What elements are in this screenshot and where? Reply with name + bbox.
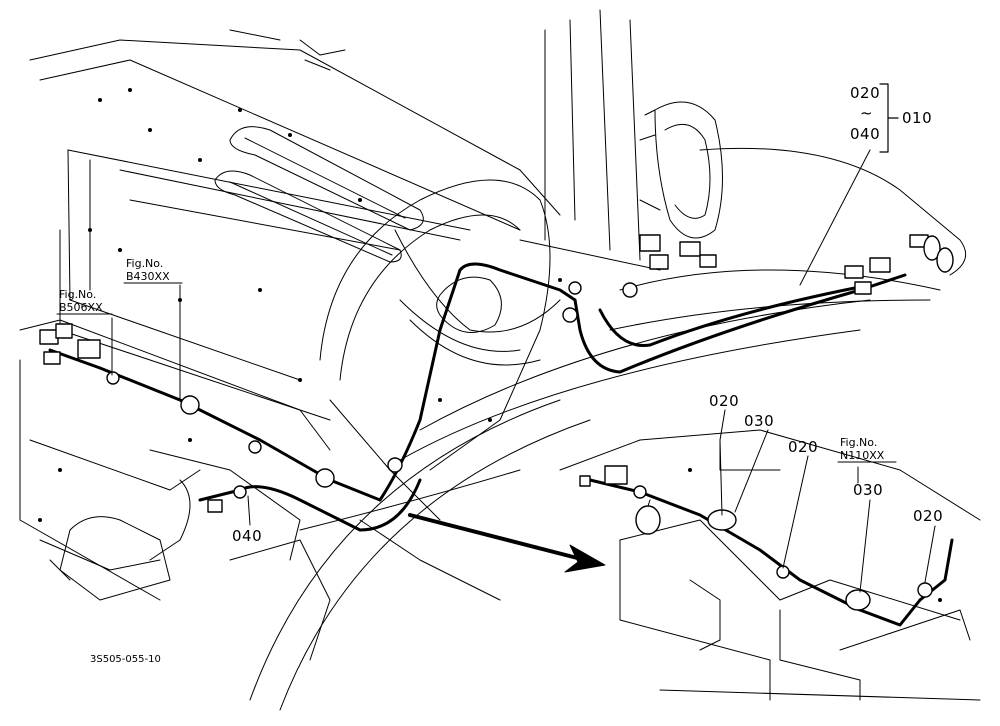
callout-range-separator: ~ — [860, 104, 873, 122]
rivet-dots — [38, 88, 942, 602]
callout-range-bottom: 040 — [850, 125, 881, 143]
clamps-connectors — [39, 234, 954, 611]
callout-020-detail-c: 020 — [913, 507, 944, 525]
callout-030-detail-a: 030 — [744, 412, 775, 430]
drawing-code: 3S505-055-10 — [90, 654, 161, 665]
detail-wire-harness — [588, 478, 954, 627]
callout-030-detail-b: 030 — [853, 481, 884, 499]
machine-body-lines — [19, 9, 981, 711]
range-bracket — [879, 83, 899, 153]
callout-040-left: 040 — [232, 527, 263, 545]
fig-ref-n110: Fig.No. N110XX — [840, 436, 885, 462]
fig-ref-b430: Fig.No. B430XX — [126, 257, 170, 283]
fig-ref-b506: Fig.No. B506XX — [59, 288, 103, 314]
callout-range-top: 020 — [850, 84, 881, 102]
fig-ref-underlines — [56, 282, 897, 463]
leader-lines — [111, 149, 936, 593]
main-wire-harness — [48, 262, 907, 532]
detail-arrow — [408, 513, 606, 573]
callout-020-detail-a: 020 — [709, 392, 740, 410]
callout-020-detail-b: 020 — [788, 438, 819, 456]
callout-assembly: 010 — [902, 109, 933, 127]
